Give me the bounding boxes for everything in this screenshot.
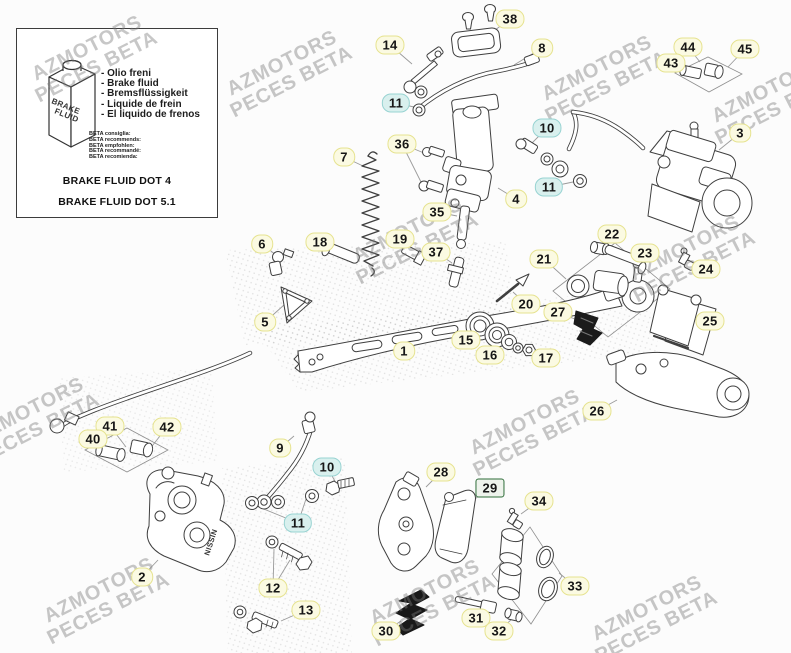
callout-17: 17 bbox=[531, 348, 561, 368]
callout-24: 24 bbox=[691, 259, 721, 279]
callout-8: 8 bbox=[531, 38, 553, 58]
front-hose-drawing bbox=[256, 411, 316, 510]
cotter-pin-drawing bbox=[495, 273, 530, 303]
beta-recommendation: BETA recommandé: bbox=[89, 148, 141, 155]
callout-7: 7 bbox=[333, 147, 355, 167]
front-caliper-drawing: NISSIN bbox=[146, 466, 236, 573]
callout-44: 44 bbox=[673, 37, 703, 57]
rear-caliper-drawing bbox=[647, 121, 753, 233]
callout-5: 5 bbox=[254, 312, 276, 332]
pad-spring-front-drawing bbox=[395, 589, 430, 636]
callout-34: 34 bbox=[524, 491, 554, 511]
callout-28: 28 bbox=[426, 462, 456, 482]
callout-13: 13 bbox=[291, 600, 321, 620]
callout-27: 27 bbox=[543, 302, 573, 322]
callout-2: 2 bbox=[131, 567, 153, 587]
callout-11: 11 bbox=[283, 513, 313, 533]
rear-brake-hose-drawing bbox=[412, 52, 540, 117]
front-pin-set-drawing bbox=[95, 439, 154, 462]
callout-19: 19 bbox=[385, 229, 415, 249]
banjo-washers-drawing bbox=[245, 489, 319, 510]
callout-15: 15 bbox=[451, 330, 481, 350]
callout-23: 23 bbox=[630, 243, 660, 263]
pad-spring-rear-drawing bbox=[573, 310, 603, 346]
small-bushing-drawing bbox=[504, 607, 523, 623]
callout-14: 14 bbox=[375, 35, 405, 55]
bleed-nipple-drawing bbox=[506, 507, 523, 530]
callout-32: 32 bbox=[484, 621, 514, 641]
clevis-rod-drawing bbox=[403, 46, 444, 94]
reservoir-cap-drawing bbox=[451, 4, 502, 58]
callout-30: 30 bbox=[371, 621, 401, 641]
callout-26: 26 bbox=[582, 401, 612, 421]
callout-11: 11 bbox=[534, 177, 564, 197]
pushrod-lower-drawing bbox=[446, 256, 465, 288]
beta-recommendation: BETA recomienda: bbox=[89, 154, 138, 161]
joint-drawing bbox=[268, 248, 295, 277]
callout-40: 40 bbox=[78, 429, 108, 449]
fluid-name: - Bremsflüssigkeit bbox=[101, 88, 188, 100]
callout-25: 25 bbox=[695, 311, 725, 331]
callout-43: 43 bbox=[656, 53, 686, 73]
hose-lower-run-drawing bbox=[49, 350, 253, 434]
rear-hose-banjo-drawing bbox=[515, 109, 646, 188]
hanger-bracket-drawing bbox=[377, 471, 434, 572]
callout-45: 45 bbox=[730, 39, 760, 59]
beta-recommendation: BETA empfohlen: bbox=[89, 142, 135, 149]
fluid-name: - Brake fluid bbox=[101, 78, 159, 90]
beta-recommendation: BETA recommends: bbox=[89, 136, 141, 143]
callout-35: 35 bbox=[422, 202, 452, 222]
callout-11: 11 bbox=[381, 93, 411, 113]
callout-21: 21 bbox=[529, 249, 559, 269]
callout-3: 3 bbox=[729, 123, 751, 143]
callout-1: 1 bbox=[393, 341, 415, 361]
callout-38: 38 bbox=[495, 9, 525, 29]
callout-16: 16 bbox=[475, 345, 505, 365]
callout-12: 12 bbox=[258, 578, 288, 598]
return-spring-drawing bbox=[361, 151, 380, 277]
pad-plate-drawing bbox=[434, 489, 476, 564]
callout-4: 4 bbox=[505, 189, 527, 209]
piston-kit-drawing bbox=[497, 528, 558, 602]
banjo-bolt-drawing bbox=[325, 477, 355, 496]
fluid-name: - Liquide de frein bbox=[101, 98, 182, 110]
rear-brake-pads-drawing bbox=[649, 284, 717, 356]
dot4-spec-label: BRAKE FLUID DOT 4 bbox=[62, 175, 172, 187]
caliper-pin-set-drawing bbox=[679, 62, 724, 80]
callout-18: 18 bbox=[305, 232, 335, 252]
callout-37: 37 bbox=[421, 242, 451, 262]
callout-29: 29 bbox=[475, 478, 505, 498]
callout-6: 6 bbox=[251, 234, 273, 254]
fluid-name: - Olio freni bbox=[101, 68, 151, 79]
beta-recommendation: BETA consiglia: bbox=[89, 131, 131, 137]
brake-pedal-drawing bbox=[293, 259, 655, 373]
callout-36: 36 bbox=[387, 134, 417, 154]
beta-recommendation-list: BETA consiglia: BETA recommends: BETA em… bbox=[89, 131, 141, 161]
callout-20: 20 bbox=[511, 294, 541, 314]
callout-22: 22 bbox=[597, 224, 627, 244]
callout-33: 33 bbox=[560, 576, 590, 596]
master-cylinder-drawing bbox=[442, 93, 500, 249]
callout-9: 9 bbox=[269, 438, 291, 458]
mount-bolt-upper-drawing bbox=[265, 535, 313, 571]
callout-42: 42 bbox=[152, 417, 182, 437]
callout-10: 10 bbox=[532, 118, 562, 138]
brake-fluid-info-box: BRAKE FLUID - Olio freni - Brake fluid -… bbox=[16, 28, 218, 218]
fitting-bolts-drawing bbox=[418, 145, 445, 193]
fluid-name: - El liquido de frenos bbox=[101, 108, 200, 120]
rear-piston-seal-drawing bbox=[566, 270, 629, 298]
brake-fluid-bottle-drawing: BRAKE FLUID bbox=[48, 59, 96, 148]
caliper-bracket-drawing bbox=[606, 349, 750, 418]
triangle-plate-drawing bbox=[280, 286, 313, 324]
callout-31: 31 bbox=[461, 608, 491, 628]
mount-bolt-lower-drawing bbox=[233, 605, 279, 634]
callout-10: 10 bbox=[312, 457, 342, 477]
fluid-name-list: - Olio freni - Brake fluid - Bremsflüssi… bbox=[101, 68, 200, 120]
dot51-spec-label: BRAKE FLUID DOT 5.1 bbox=[58, 196, 176, 208]
